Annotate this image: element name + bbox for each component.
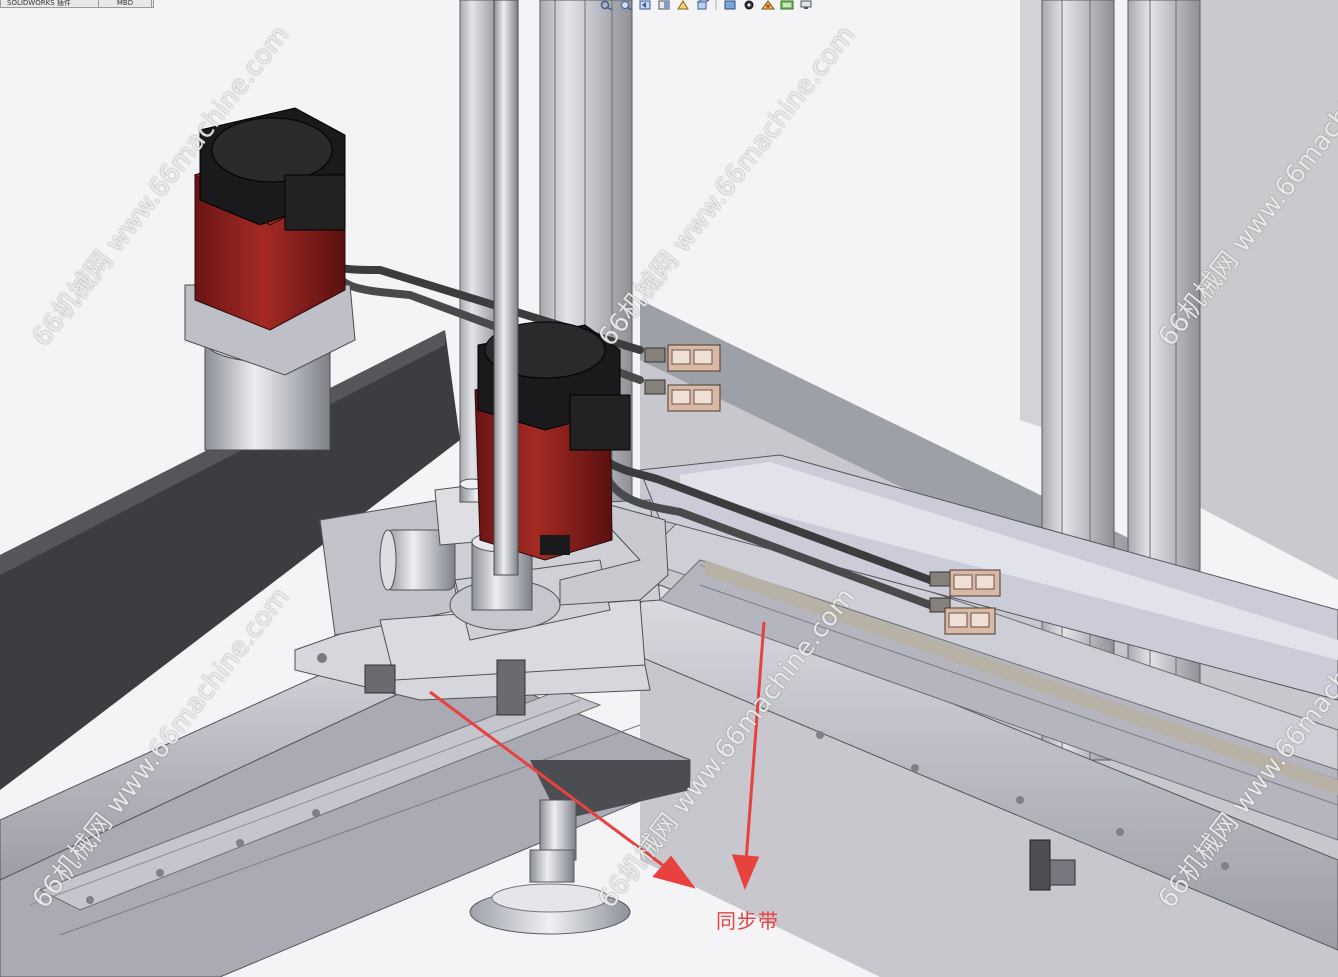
angle-bracket [559, 504, 669, 606]
toolbar-separator [715, 0, 717, 10]
timing-belt-callout-label: 同步带 [716, 909, 779, 933]
view-settings-icon[interactable] [799, 0, 813, 10]
zoom-to-fit-icon[interactable] [600, 0, 614, 10]
document-tab-addins[interactable]: SOLIDWORKS 插件 [0, 0, 154, 8]
linear-rail-left [0, 624, 691, 977]
hide-show-items-icon[interactable] [742, 0, 756, 10]
view-orientation-icon[interactable] [695, 0, 709, 10]
callout-arrows [429, 621, 766, 891]
previous-view-icon[interactable] [638, 0, 652, 10]
servo-motor-rear [184, 107, 356, 451]
side-panel [0, 330, 460, 790]
linear-rail-right [599, 509, 1338, 951]
edit-appearance-icon[interactable] [761, 0, 775, 10]
cable-connectors [644, 344, 1001, 635]
leveling-foot [469, 799, 631, 935]
document-tab-mbd[interactable]: MBD [98, 0, 152, 8]
display-style-icon[interactable] [723, 0, 737, 10]
heads-up-view-toolbar [600, 0, 960, 12]
coupling-cylinder [379, 529, 456, 591]
vertical-rod [493, 0, 519, 576]
dynamic-annotation-icon[interactable] [676, 0, 690, 10]
limit-sensor-bracket [364, 659, 1076, 891]
zoom-to-area-icon[interactable] [619, 0, 633, 10]
section-view-icon[interactable] [657, 0, 671, 10]
apply-scene-icon[interactable] [780, 0, 794, 10]
